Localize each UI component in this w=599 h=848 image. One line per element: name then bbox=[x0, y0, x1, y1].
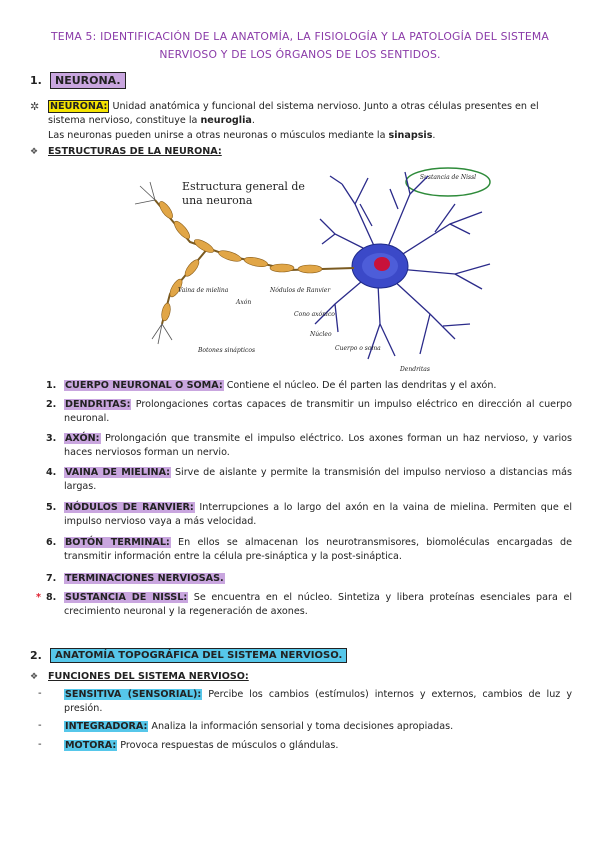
synapse-line: Las neuronas pueden unirse a otras neuro… bbox=[48, 129, 573, 143]
functions-heading: FUNCIONES DEL SISTEMA NERVIOSO: bbox=[48, 671, 249, 682]
item-text: Se encuentra en el núcleo. Sintetiza y l… bbox=[64, 592, 573, 617]
item-term: CUERPO NEURONAL O SOMA: bbox=[64, 380, 224, 391]
section-2-title: ANATOMÍA TOPOGRÁFICA DEL SISTEMA NERVIOS… bbox=[50, 648, 348, 663]
function-term: MOTORA: bbox=[64, 740, 118, 751]
neuron-diagram: Estructura general de una neurona Sustan… bbox=[134, 167, 491, 373]
structures-heading: ESTRUCTURAS DE LA NEURONA: bbox=[48, 146, 222, 157]
dendrites bbox=[314, 171, 491, 360]
item-text: Sirve de aislante y permite la transmisi… bbox=[64, 467, 572, 492]
list-item-8: * 8. SUSTANCIA DE NISSL: Se encuentra en… bbox=[36, 591, 573, 618]
section-1-title: NEURONA. bbox=[50, 72, 126, 89]
function-text: Provoca respuestas de músculos o glándul… bbox=[117, 740, 339, 751]
dash-bullet: - bbox=[38, 720, 42, 731]
dash-bullet: - bbox=[38, 739, 42, 750]
list-item-5: 5. NÓDULOS DE RANVIER: Interrupciones a … bbox=[46, 501, 572, 528]
function-term: INTEGRADORA: bbox=[64, 721, 149, 732]
function-term: SENSITIVA (SENSORIAL): bbox=[64, 689, 203, 700]
item-number: 7. bbox=[46, 573, 57, 584]
item-number: 4. bbox=[46, 467, 57, 478]
label-cuerpo: Cuerpo o soma bbox=[335, 345, 381, 352]
item-term: BOTÓN TERMINAL: bbox=[64, 537, 171, 548]
list-item-2: 2. DENDRITAS: Prolongaciones cortas capa… bbox=[46, 398, 572, 425]
title-line-1: TEMA 5: IDENTIFICACIÓN DE LA ANATOMÍA, L… bbox=[51, 30, 549, 43]
function-integradora: INTEGRADORA: Analiza la información sens… bbox=[64, 720, 572, 734]
list-item-7: 7. TERMINACIONES NERVIOSAS. bbox=[46, 572, 572, 586]
item-term: AXÓN: bbox=[64, 433, 101, 444]
diamond-bullet-icon: ❖ bbox=[30, 147, 39, 157]
function-text: Percibe los cambios (estímulos) internos… bbox=[64, 689, 572, 714]
list-item-3: 3. AXÓN: Prolongación que transmite el i… bbox=[46, 432, 572, 459]
neurona-term: NEURONA: bbox=[48, 100, 110, 113]
neurona-definition-text: Unidad anatómica y funcional del sistema… bbox=[48, 101, 539, 126]
synapse-end: . bbox=[432, 130, 436, 141]
item-term: DENDRITAS: bbox=[64, 399, 132, 410]
list-item-6: 6. BOTÓN TERMINAL: En ellos se almacenan… bbox=[46, 536, 572, 563]
nissl-oval bbox=[405, 167, 491, 197]
myelin-sheath bbox=[159, 201, 323, 322]
item-term: NÓDULOS DE RANVIER: bbox=[64, 502, 195, 513]
section-2-heading: 2. ANATOMÍA TOPOGRÁFICA DEL SISTEMA NERV… bbox=[30, 648, 348, 663]
section-2-number: 2. bbox=[30, 649, 42, 662]
list-item-1: 1. CUERPO NEURONAL O SOMA: Contiene el n… bbox=[46, 379, 572, 393]
neurona-definition: NEURONA: Unidad anatómica y funcional de… bbox=[48, 100, 573, 128]
item-number: 2. bbox=[46, 399, 57, 410]
item-text: Prolongaciones cortas capaces de transmi… bbox=[64, 399, 572, 424]
label-cono: Cono axónico bbox=[294, 311, 335, 318]
function-text: Analiza la información sensorial y toma … bbox=[148, 721, 454, 732]
section-1-number: 1. bbox=[30, 74, 42, 87]
synapse-text: Las neuronas pueden unirse a otras neuro… bbox=[48, 130, 389, 141]
function-motora: MOTORA: Provoca respuestas de músculos o… bbox=[64, 739, 572, 753]
item-term: TERMINACIONES NERVIOSAS. bbox=[64, 573, 225, 584]
item-number: 5. bbox=[46, 502, 57, 513]
item-number: 1. bbox=[46, 380, 57, 391]
label-axon: Axón bbox=[235, 299, 251, 306]
item-number: 6. bbox=[46, 537, 57, 548]
item-text: En ellos se almacenan los neurotransmiso… bbox=[64, 537, 572, 562]
title-line-2: NERVIOSO Y DE LOS ÓRGANOS DE LOS SENTIDO… bbox=[159, 48, 441, 61]
axon-terminals bbox=[134, 181, 173, 345]
figure-caption: Estructura general de bbox=[182, 180, 305, 193]
item-term: SUSTANCIA DE NISSL: bbox=[64, 592, 189, 603]
list-item-4: 4. VAINA DE MIELINA: Sirve de aislante y… bbox=[46, 466, 572, 493]
neuroglia-word: neuroglia bbox=[200, 115, 252, 126]
page-title: TEMA 5: IDENTIFICACIÓN DE LA ANATOMÍA, L… bbox=[30, 28, 570, 64]
neurona-definition-end: . bbox=[251, 115, 255, 126]
diamond-bullet-icon: ❖ bbox=[30, 672, 39, 682]
nucleus bbox=[374, 257, 390, 271]
label-dendritas: Dendritas bbox=[399, 366, 430, 373]
red-asterisk-icon: * bbox=[36, 592, 42, 603]
label-botones: Botones sinápticos bbox=[197, 347, 255, 354]
dash-bullet: - bbox=[38, 688, 42, 699]
label-vaina: Vaina de mielina bbox=[178, 287, 229, 294]
item-number: 8. bbox=[46, 592, 57, 603]
item-number: 3. bbox=[46, 433, 57, 444]
figure-caption-2: una neurona bbox=[182, 194, 253, 207]
label-nissl: Sustancia de Nissl bbox=[420, 174, 476, 181]
label-nucleo: Núcleo bbox=[309, 331, 332, 338]
sinapsis-word: sinapsis bbox=[388, 130, 433, 141]
item-term: VAINA DE MIELINA: bbox=[64, 467, 172, 478]
item-text: Interrupciones a lo largo del axón en la… bbox=[64, 502, 572, 527]
label-ranvier: Nódulos de Ranvier bbox=[269, 287, 331, 294]
function-sensitiva: SENSITIVA (SENSORIAL): Percibe los cambi… bbox=[64, 688, 572, 715]
item-text: Prolongación que transmite el impulso el… bbox=[64, 433, 572, 458]
section-1-heading: 1. NEURONA. bbox=[30, 72, 126, 89]
star-bullet-icon: ✲ bbox=[30, 100, 40, 113]
item-text: Contiene el núcleo. De él parten las den… bbox=[223, 380, 497, 391]
